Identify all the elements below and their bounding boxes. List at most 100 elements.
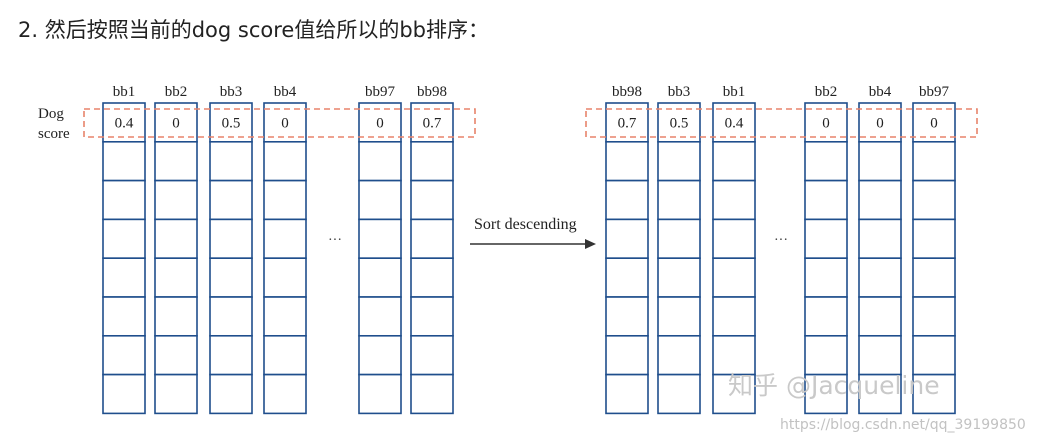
column-label: bb2 bbox=[815, 84, 838, 100]
empty-cell bbox=[410, 373, 454, 415]
empty-cell bbox=[912, 218, 956, 259]
sort-arrow-head bbox=[585, 239, 596, 249]
before-column-bb98: bb98 0.7 bbox=[410, 84, 454, 415]
column-label: bb97 bbox=[919, 84, 950, 100]
empty-cell bbox=[858, 179, 902, 221]
watermark-csdn-url: https://blog.csdn.net/qq_39199850 bbox=[780, 417, 1026, 433]
empty-cell bbox=[102, 179, 146, 221]
empty-cell bbox=[209, 296, 253, 337]
empty-cell bbox=[358, 296, 402, 337]
empty-cell bbox=[209, 218, 253, 259]
empty-cell bbox=[358, 179, 402, 221]
empty-cell bbox=[858, 218, 902, 259]
empty-cell bbox=[657, 179, 701, 221]
empty-cell bbox=[154, 179, 198, 221]
empty-cell bbox=[102, 218, 146, 259]
empty-cell bbox=[209, 141, 253, 182]
empty-cell bbox=[154, 141, 198, 182]
empty-cell bbox=[912, 296, 956, 337]
empty-cell bbox=[263, 334, 307, 376]
empty-cell bbox=[912, 179, 956, 221]
empty-cell bbox=[804, 141, 848, 182]
empty-cell bbox=[410, 218, 454, 259]
score-value: 0.5 bbox=[222, 115, 241, 131]
empty-cell bbox=[154, 257, 198, 298]
column-label: bb2 bbox=[165, 84, 188, 100]
empty-cell bbox=[605, 141, 649, 182]
empty-cell bbox=[154, 373, 198, 415]
score-value: 0.7 bbox=[618, 115, 637, 131]
empty-cell bbox=[858, 257, 902, 298]
watermark-zhihu: 知乎 @Jacqueline bbox=[728, 371, 940, 400]
row-label-score: score bbox=[38, 126, 70, 142]
empty-cell bbox=[657, 373, 701, 415]
score-value: 0.7 bbox=[423, 115, 442, 131]
empty-cell bbox=[154, 296, 198, 337]
empty-cell bbox=[102, 257, 146, 298]
column-label: bb98 bbox=[612, 84, 642, 100]
before-column-bb3: bb3 0.5 bbox=[209, 84, 253, 415]
column-label: bb97 bbox=[365, 84, 396, 100]
empty-cell bbox=[712, 296, 756, 337]
empty-cell bbox=[209, 257, 253, 298]
column-label: bb3 bbox=[220, 84, 243, 100]
empty-cell bbox=[410, 296, 454, 337]
score-value: 0 bbox=[822, 115, 830, 131]
empty-cell bbox=[410, 334, 454, 376]
empty-cell bbox=[804, 296, 848, 337]
empty-cell bbox=[605, 257, 649, 298]
empty-cell bbox=[712, 218, 756, 259]
score-value: 0.5 bbox=[670, 115, 689, 131]
arrow-label: Sort descending bbox=[474, 216, 577, 233]
empty-cell bbox=[410, 179, 454, 221]
column-label: bb4 bbox=[274, 84, 297, 100]
empty-cell bbox=[605, 334, 649, 376]
empty-cell bbox=[154, 334, 198, 376]
empty-cell bbox=[912, 257, 956, 298]
column-label: bb4 bbox=[869, 84, 892, 100]
empty-cell bbox=[712, 373, 756, 415]
column-label: bb1 bbox=[723, 84, 746, 100]
empty-cell bbox=[154, 218, 198, 259]
empty-cell bbox=[858, 296, 902, 337]
before-highlight-dashed-box bbox=[83, 108, 476, 138]
empty-cell bbox=[605, 179, 649, 221]
before-column-bb2: bb2 0 bbox=[154, 84, 198, 415]
empty-cell bbox=[858, 373, 902, 415]
empty-cell bbox=[657, 296, 701, 337]
column-label: bb98 bbox=[417, 84, 447, 100]
after-highlight-dashed-box bbox=[585, 108, 978, 138]
empty-cell bbox=[605, 218, 649, 259]
empty-cell bbox=[804, 373, 848, 415]
score-value: 0 bbox=[876, 115, 884, 131]
after-column-bb98: bb98 0.7 bbox=[605, 84, 649, 415]
before-ellipsis: ··· bbox=[328, 233, 342, 248]
empty-cell bbox=[804, 179, 848, 221]
empty-cell bbox=[102, 141, 146, 182]
empty-cell bbox=[605, 296, 649, 337]
empty-cell bbox=[209, 179, 253, 221]
empty-cell bbox=[263, 257, 307, 298]
empty-cell bbox=[912, 141, 956, 182]
section-heading: 2. 然后按照当前的dog score值给所以的bb排序： bbox=[18, 18, 489, 42]
empty-cell bbox=[712, 257, 756, 298]
empty-cell bbox=[804, 218, 848, 259]
empty-cell bbox=[657, 141, 701, 182]
after-column-bb2: bb2 0 bbox=[804, 84, 848, 415]
empty-cell bbox=[102, 334, 146, 376]
empty-cell bbox=[263, 373, 307, 415]
empty-cell bbox=[912, 334, 956, 376]
score-value: 0 bbox=[172, 115, 180, 131]
empty-cell bbox=[102, 296, 146, 337]
empty-cell bbox=[657, 257, 701, 298]
after-ellipsis: ··· bbox=[774, 233, 788, 248]
empty-cell bbox=[358, 334, 402, 376]
empty-cell bbox=[358, 373, 402, 415]
